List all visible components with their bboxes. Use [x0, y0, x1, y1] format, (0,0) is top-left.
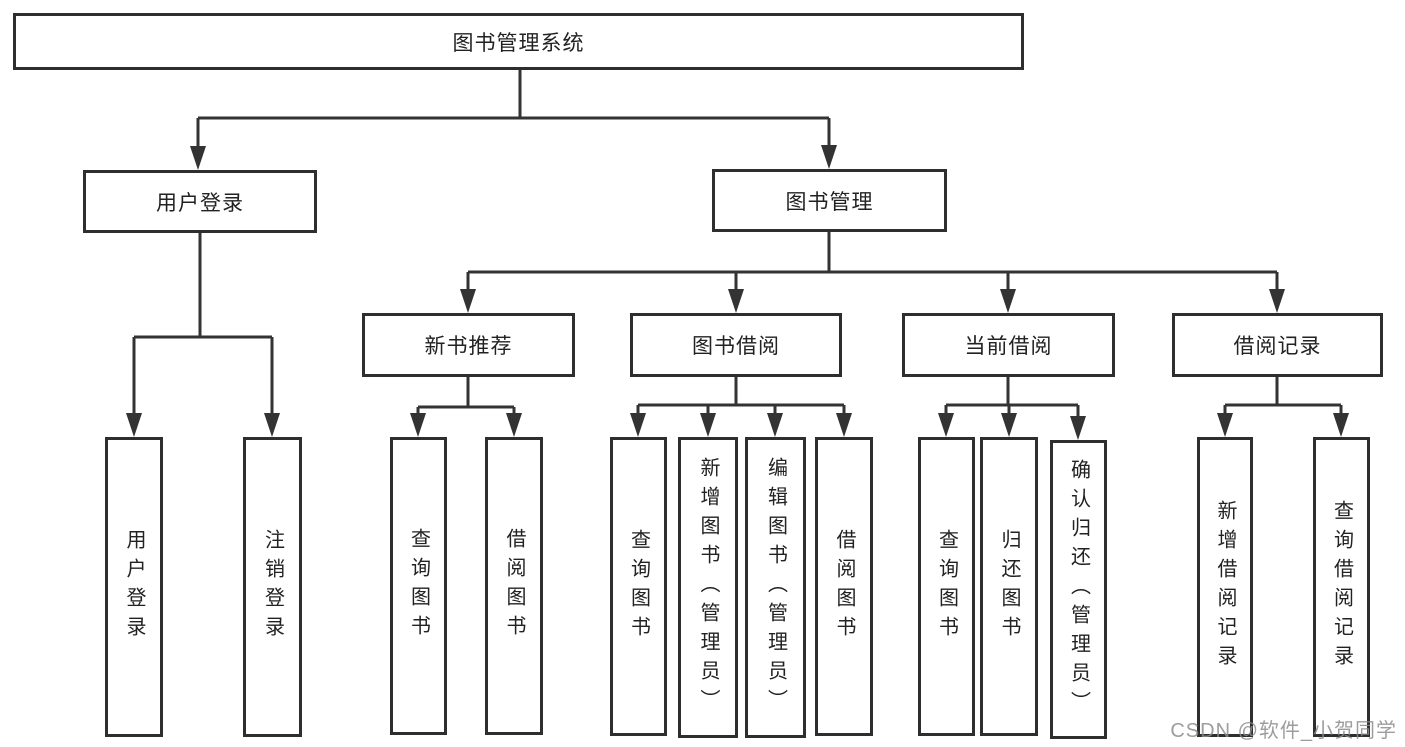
- csdn-watermark: CSDN @软件_小贺同学: [1170, 720, 1397, 742]
- node-root-label: 图书管理系统: [452, 31, 585, 55]
- leaf-recommend-query-book-label: 查询图书: [407, 528, 430, 644]
- leaf-borrow-book: 借阅图书: [815, 437, 873, 736]
- leaf-borrow-query-book-label: 查询图书: [627, 528, 650, 645]
- leaf-add-borrow-record-label: 新增借阅记录: [1214, 500, 1236, 674]
- leaf-logout: 注销登录: [243, 437, 302, 737]
- leaf-current-query-book: 查询图书: [918, 437, 975, 736]
- leaf-recommend-borrow-book-label: 借阅图书: [503, 528, 525, 644]
- leaf-recommend-borrow-book: 借阅图书: [485, 437, 543, 735]
- leaf-query-borrow-record: 查询借阅记录: [1313, 437, 1370, 737]
- node-current-borrow-label: 当前借阅: [964, 335, 1053, 358]
- node-book-management: 图书管理: [712, 169, 947, 232]
- node-borrow-record: 借阅记录: [1172, 313, 1383, 377]
- leaf-add-borrow-record: 新增借阅记录: [1197, 437, 1253, 737]
- leaf-edit-book-admin-label: 编辑图书（管理员）: [764, 457, 787, 718]
- node-new-book-recommend: 新书推荐: [362, 313, 575, 377]
- node-current-borrow: 当前借阅: [902, 313, 1115, 377]
- node-borrow-record-label: 借阅记录: [1233, 335, 1322, 358]
- leaf-return-book: 归还图书: [980, 437, 1038, 736]
- leaf-user-login: 用户登录: [105, 437, 163, 737]
- leaf-current-query-book-label: 查询图书: [935, 528, 958, 645]
- node-book-borrow: 图书借阅: [630, 313, 842, 377]
- node-book-borrow-label: 图书借阅: [692, 335, 780, 358]
- leaf-borrow-book-label: 借阅图书: [833, 528, 855, 645]
- leaf-query-borrow-record-label: 查询借阅记录: [1330, 500, 1353, 674]
- leaf-recommend-query-book: 查询图书: [390, 437, 447, 735]
- leaf-confirm-return-admin-label: 确认归还（管理员）: [1067, 459, 1090, 720]
- leaf-user-login-label: 用户登录: [123, 529, 145, 645]
- leaf-add-book-admin-label: 新增图书（管理员）: [697, 457, 719, 718]
- leaf-borrow-query-book: 查询图书: [610, 437, 667, 736]
- leaf-confirm-return-admin: 确认归还（管理员）: [1050, 440, 1107, 739]
- node-book-management-label: 图书管理: [785, 190, 874, 214]
- node-root: 图书管理系统: [13, 13, 1024, 70]
- leaf-return-book-label: 归还图书: [998, 528, 1020, 645]
- leaf-edit-book-admin: 编辑图书（管理员）: [745, 437, 806, 738]
- node-user-login-label: 用户登录: [156, 191, 244, 215]
- leaf-add-book-admin: 新增图书（管理员）: [678, 437, 738, 738]
- node-user-login: 用户登录: [83, 170, 317, 233]
- node-new-book-recommend-label: 新书推荐: [424, 335, 513, 358]
- leaf-logout-label: 注销登录: [261, 529, 284, 645]
